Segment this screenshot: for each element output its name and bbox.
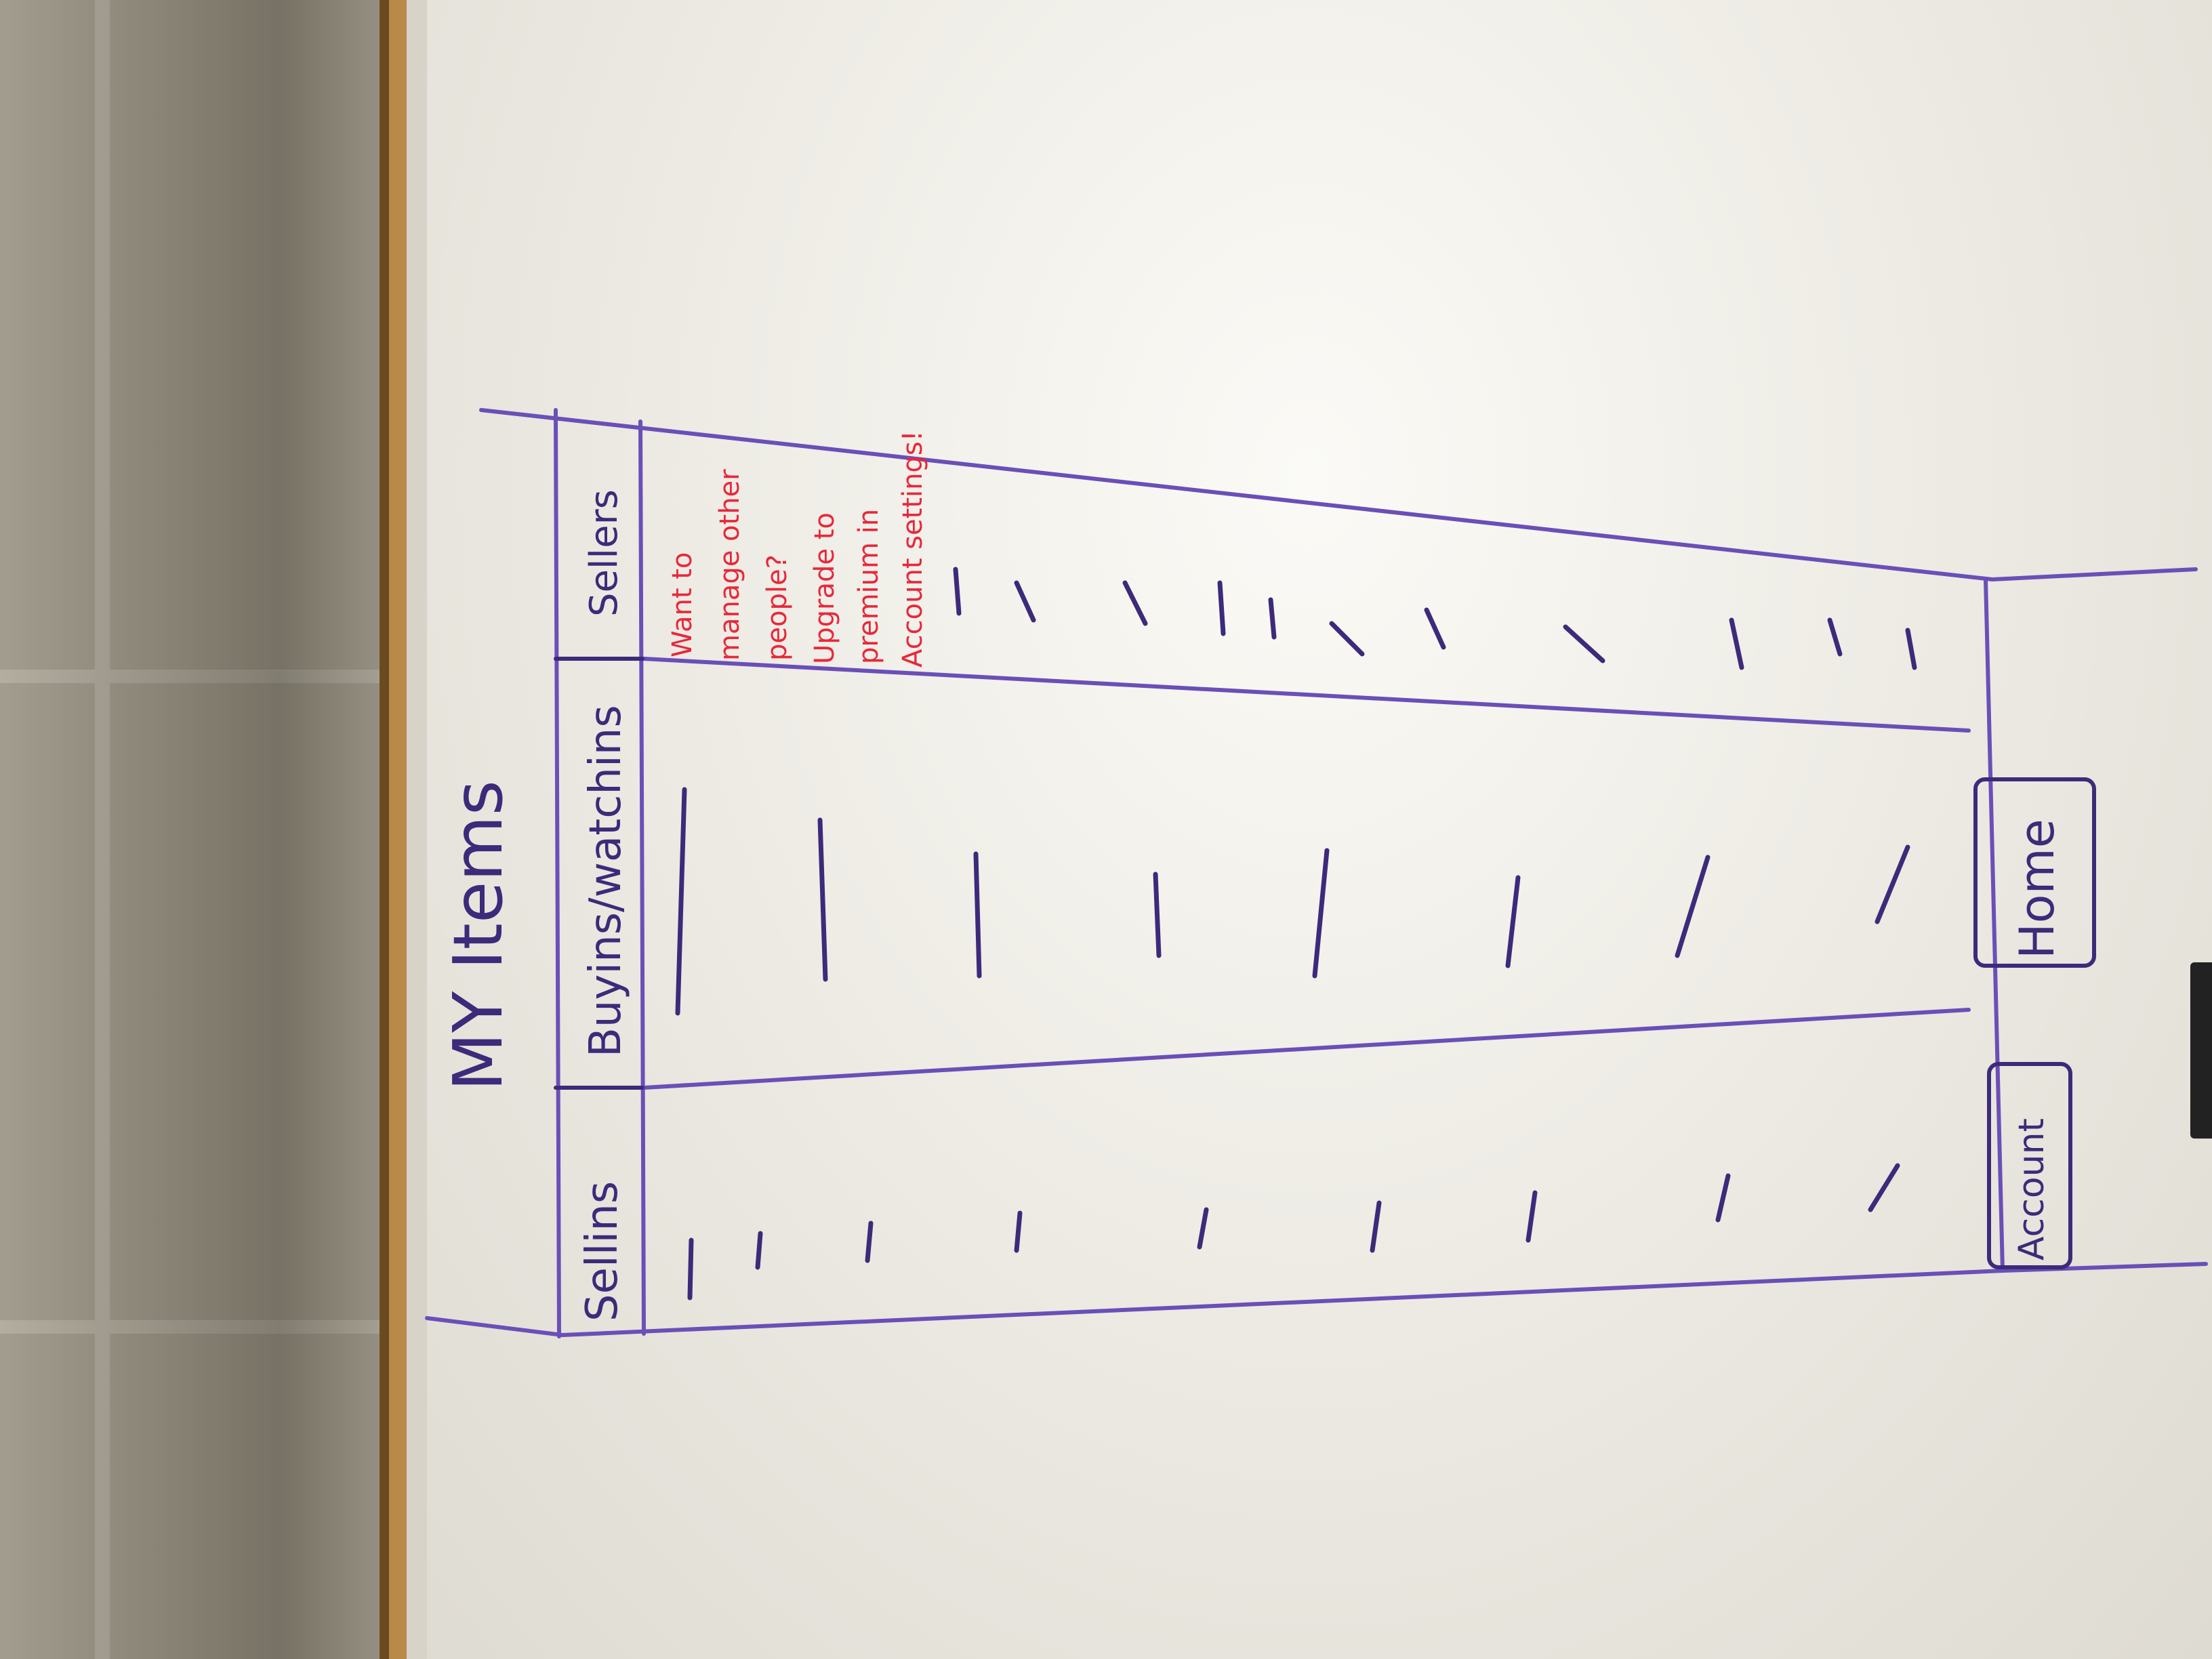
note-line-6: Account settings! [897, 430, 928, 668]
note-line-4: Upgrade to [809, 512, 840, 664]
note-line-3: people? [762, 554, 793, 661]
list-item [1370, 1200, 1382, 1253]
account-button-label[interactable]: Account [2011, 1118, 2052, 1261]
whiteboard-frame [380, 0, 427, 1659]
list-item [1868, 1163, 1900, 1212]
whiteboard-surface [427, 0, 2212, 1659]
list-item [1525, 1190, 1538, 1243]
list-item [1729, 617, 1744, 670]
list-item [1153, 872, 1162, 958]
list-item [1905, 628, 1917, 670]
marker-tray [2190, 962, 2212, 1139]
list-item [1675, 855, 1711, 958]
list-item [687, 1237, 694, 1300]
bottom-nav [1973, 777, 2096, 1269]
buying-list-items [675, 787, 1910, 1016]
list-item [973, 851, 982, 979]
list-item [1875, 844, 1910, 924]
sellers-list-items [953, 567, 1917, 670]
list-item [1563, 624, 1605, 663]
list-item [1505, 875, 1521, 968]
list-item [1268, 597, 1277, 640]
list-item [1424, 607, 1446, 650]
list-item [953, 567, 962, 616]
selling-list-items [687, 1163, 1900, 1300]
wall-shadow [0, 0, 400, 1659]
note-line-5: premium in [853, 509, 884, 664]
list-item [675, 787, 687, 1016]
tab-selling[interactable]: Sellins [577, 1181, 628, 1322]
list-item [1827, 617, 1843, 657]
home-button-label[interactable]: Home [2009, 819, 2065, 959]
list-item [817, 817, 828, 982]
list-item [1312, 848, 1330, 979]
tab-buying-watching[interactable]: Buyins/watchins [581, 705, 631, 1057]
premium-upsell-note: Want to manage other people? Upgrade to … [667, 430, 928, 668]
list-item [755, 1231, 763, 1270]
list-item [1014, 1210, 1023, 1253]
note-line-2: manage other [714, 469, 745, 661]
note-line-1: Want to [667, 552, 698, 657]
screen-outline [425, 408, 2208, 1338]
list-item [1014, 580, 1036, 623]
list-item [1329, 621, 1365, 657]
account-button[interactable] [1987, 1062, 2072, 1269]
home-button[interactable] [1973, 777, 2096, 968]
page-title: MY Items [438, 780, 518, 1091]
list-item [1122, 580, 1148, 626]
list-item [1217, 580, 1226, 636]
list-item [865, 1221, 874, 1263]
list-item [1715, 1173, 1731, 1223]
wall-background [0, 0, 400, 1659]
tab-sellers[interactable]: Sellers [582, 489, 626, 617]
tab-dividers [554, 657, 644, 1090]
list-item [1197, 1207, 1209, 1250]
